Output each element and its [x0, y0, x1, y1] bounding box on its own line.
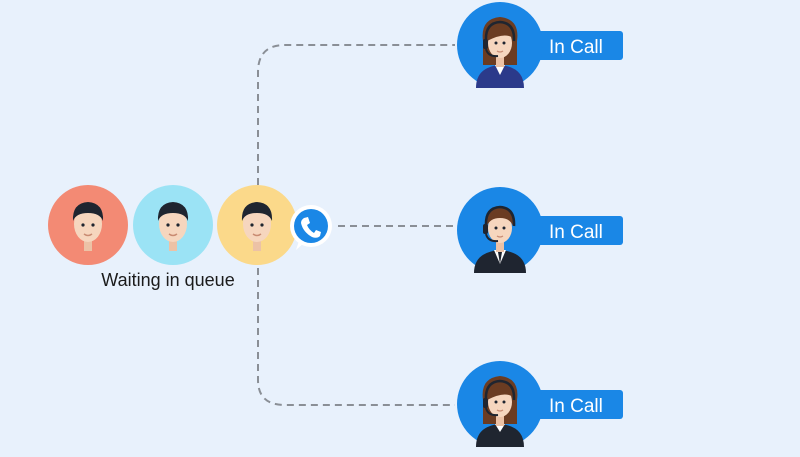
agent-2: In Call [457, 187, 623, 273]
caller-face-icon [157, 202, 189, 251]
caller-avatar-2 [133, 185, 213, 265]
connector-lines [257, 44, 455, 406]
queue-label: Waiting in queue [101, 270, 235, 290]
in-call-badge-bg-1 [530, 31, 623, 60]
connector-to-agent-3 [257, 268, 455, 406]
caller-avatar-3 [217, 185, 297, 265]
caller-avatar-1 [48, 185, 128, 265]
agent-1: In Call [457, 2, 623, 88]
agent-status-label: In Call [549, 37, 603, 58]
caller-face-icon [241, 202, 273, 251]
agent-status-label: In Call [549, 396, 603, 417]
male-agent-icon [474, 205, 526, 273]
in-call-badge-bg-3 [530, 390, 623, 419]
female-agent-icon [476, 376, 524, 447]
queue-callers [48, 185, 297, 265]
female-agent-icon [476, 17, 524, 88]
connector-to-agent-1 [257, 44, 455, 185]
agent-3: In Call [457, 361, 623, 447]
caller-face-icon [72, 202, 104, 251]
in-call-badge-bg-2 [530, 216, 623, 245]
agent-status-label: In Call [549, 222, 603, 243]
phone-icon [290, 205, 332, 250]
